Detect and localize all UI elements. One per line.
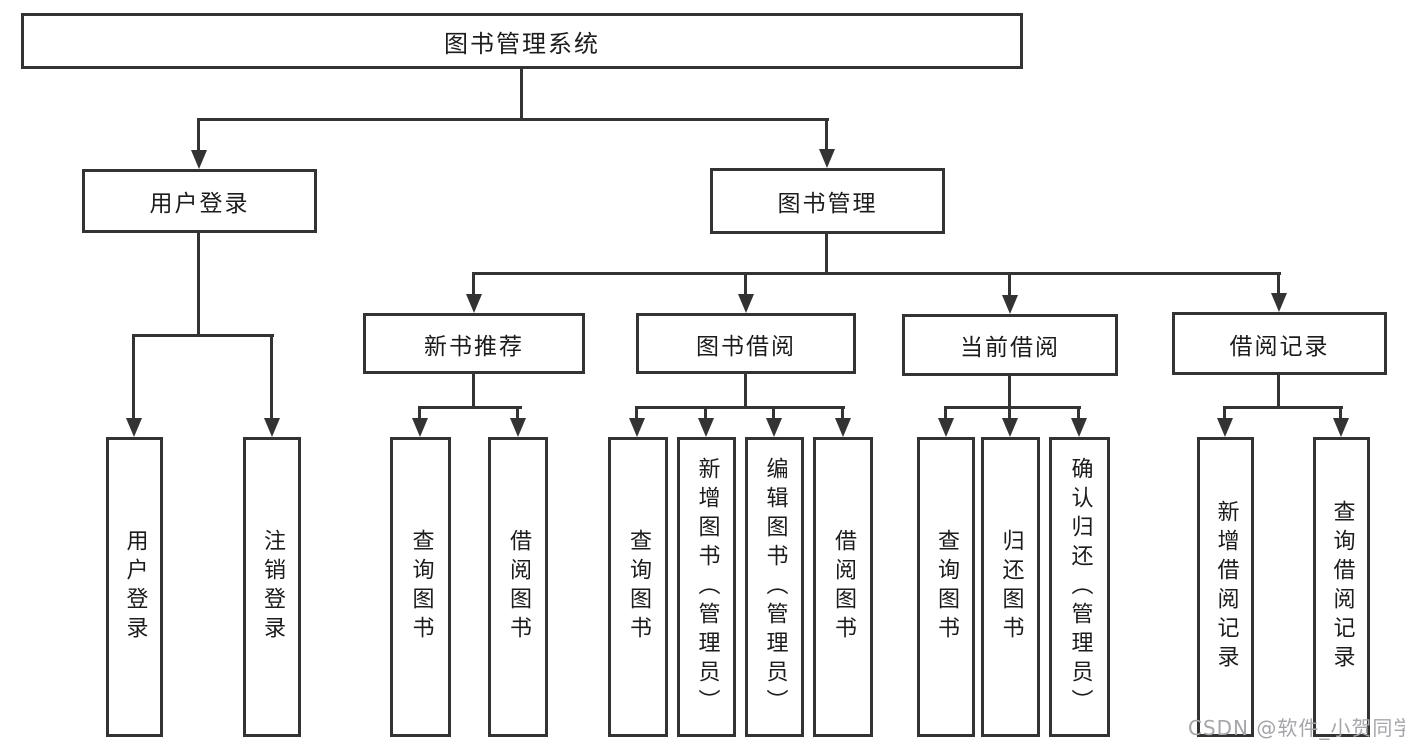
arrow-down-icon [1271, 293, 1287, 312]
arrow-down-icon [738, 294, 754, 313]
connector-branch [1223, 406, 1343, 409]
watermark: CSDN @软件_小贺同学 [1188, 716, 1405, 740]
connector-stem [744, 374, 747, 408]
connector-arrow-line [744, 272, 747, 297]
leaf-user-login: 用户登录 [106, 437, 163, 737]
node-user-login-label: 用户登录 [149, 191, 250, 217]
connector-arrow-line [704, 406, 707, 421]
leaf-logout: 注销登录 [243, 437, 301, 737]
leaf-edit-books-admin: 编辑图书（管理员） [745, 437, 804, 737]
node-book-management-label: 图书管理 [777, 191, 878, 217]
connector-arrow-line [270, 334, 273, 421]
connector-branch [132, 334, 274, 337]
leaf-borrow-books-recommend: 借阅图书 [488, 437, 548, 737]
connector-branch [418, 406, 522, 409]
leaf-add-borrow-record-label: 新增借阅记录 [1213, 500, 1239, 674]
node-borrowing-records-label: 借阅记录 [1229, 333, 1330, 360]
leaf-borrow-books-borrowing: 借阅图书 [813, 437, 873, 737]
node-current-borrowing-label: 当前借阅 [960, 335, 1060, 361]
connector-branch [197, 118, 829, 121]
arrow-down-icon [819, 149, 835, 168]
connector-arrow-line [1339, 406, 1342, 421]
connector-stem [1008, 376, 1011, 408]
arrow-down-icon [510, 418, 526, 437]
node-book-management: 图书管理 [710, 168, 945, 234]
connector-stem [520, 69, 523, 119]
connector-branch [944, 406, 1081, 409]
connector-arrow-line [516, 406, 519, 421]
arrow-down-icon [766, 418, 782, 437]
connector-arrow-line [772, 406, 775, 421]
arrow-down-icon [1217, 418, 1233, 437]
connector-stem [1277, 375, 1280, 408]
connector-stem [825, 234, 828, 274]
leaf-query-books-recommend: 查询图书 [390, 437, 451, 737]
node-new-book-recommendation: 新书推荐 [363, 313, 585, 374]
arrow-down-icon [698, 418, 714, 437]
arrow-down-icon [629, 418, 645, 437]
connector-arrow-line [418, 406, 421, 421]
arrow-down-icon [1071, 418, 1087, 437]
connector-arrow-line [132, 334, 135, 421]
node-current-borrowing: 当前借阅 [902, 314, 1118, 376]
connector-arrow-line [635, 406, 638, 421]
leaf-query-books-current: 查询图书 [917, 437, 975, 737]
arrow-down-icon [1002, 418, 1018, 437]
node-user-login: 用户登录 [82, 169, 317, 233]
connector-arrow-line [1008, 272, 1011, 298]
arrow-down-icon [938, 418, 954, 437]
leaf-query-books-borrowing-label: 查询图书 [626, 529, 651, 645]
node-borrowing-records: 借阅记录 [1172, 312, 1387, 375]
arrow-down-icon [1333, 418, 1349, 437]
leaf-query-books-recommend-label: 查询图书 [408, 529, 434, 645]
leaf-return-books: 归还图书 [981, 437, 1040, 737]
leaf-query-books-borrowing: 查询图书 [608, 437, 668, 737]
leaf-add-books-admin: 新增图书（管理员） [677, 437, 736, 737]
leaf-add-books-admin-label: 新增图书（管理员） [694, 456, 720, 718]
connector-arrow-line [1223, 406, 1226, 421]
node-book-borrowing: 图书借阅 [636, 313, 856, 374]
leaf-query-borrow-record-label: 查询借阅记录 [1329, 500, 1355, 674]
arrow-down-icon [835, 418, 851, 437]
arrow-down-icon [1002, 295, 1018, 314]
connector-arrow-line [1077, 406, 1080, 421]
leaf-logout-label: 注销登录 [260, 529, 285, 645]
connector-branch [635, 406, 845, 409]
connector-arrow-line [944, 406, 947, 421]
connector-arrow-line [472, 272, 475, 297]
node-book-borrowing-label: 图书借阅 [696, 333, 796, 360]
leaf-add-borrow-record: 新增借阅记录 [1197, 437, 1254, 737]
leaf-borrow-books-borrowing-label: 借阅图书 [831, 529, 856, 645]
node-library-system-label: 图书管理系统 [444, 29, 600, 58]
arrow-down-icon [191, 150, 207, 169]
leaf-edit-books-admin-label: 编辑图书（管理员） [762, 456, 788, 718]
connector-stem [197, 233, 200, 336]
leaf-query-borrow-record: 查询借阅记录 [1313, 437, 1370, 737]
leaf-borrow-books-recommend-label: 借阅图书 [506, 529, 531, 645]
node-new-book-recommendation-label: 新书推荐 [424, 333, 524, 360]
leaf-user-login-label: 用户登录 [122, 529, 148, 645]
arrow-down-icon [126, 418, 142, 437]
connector-stem [472, 374, 475, 408]
connector-arrow-line [1277, 272, 1280, 296]
leaf-confirm-return-admin: 确认归还（管理员） [1049, 437, 1110, 737]
node-library-system: 图书管理系统 [21, 13, 1023, 69]
connector-arrow-line [197, 118, 200, 153]
arrow-down-icon [412, 418, 428, 437]
arrow-down-icon [264, 418, 280, 437]
connector-branch [472, 272, 1281, 275]
connector-arrow-line [841, 406, 844, 421]
connector-arrow-line [825, 118, 828, 152]
leaf-query-books-current-label: 查询图书 [934, 529, 959, 645]
leaf-return-books-label: 归还图书 [998, 529, 1024, 645]
arrow-down-icon [466, 294, 482, 313]
leaf-confirm-return-admin-label: 确认归还（管理员） [1067, 456, 1093, 718]
connector-arrow-line [1008, 406, 1011, 421]
